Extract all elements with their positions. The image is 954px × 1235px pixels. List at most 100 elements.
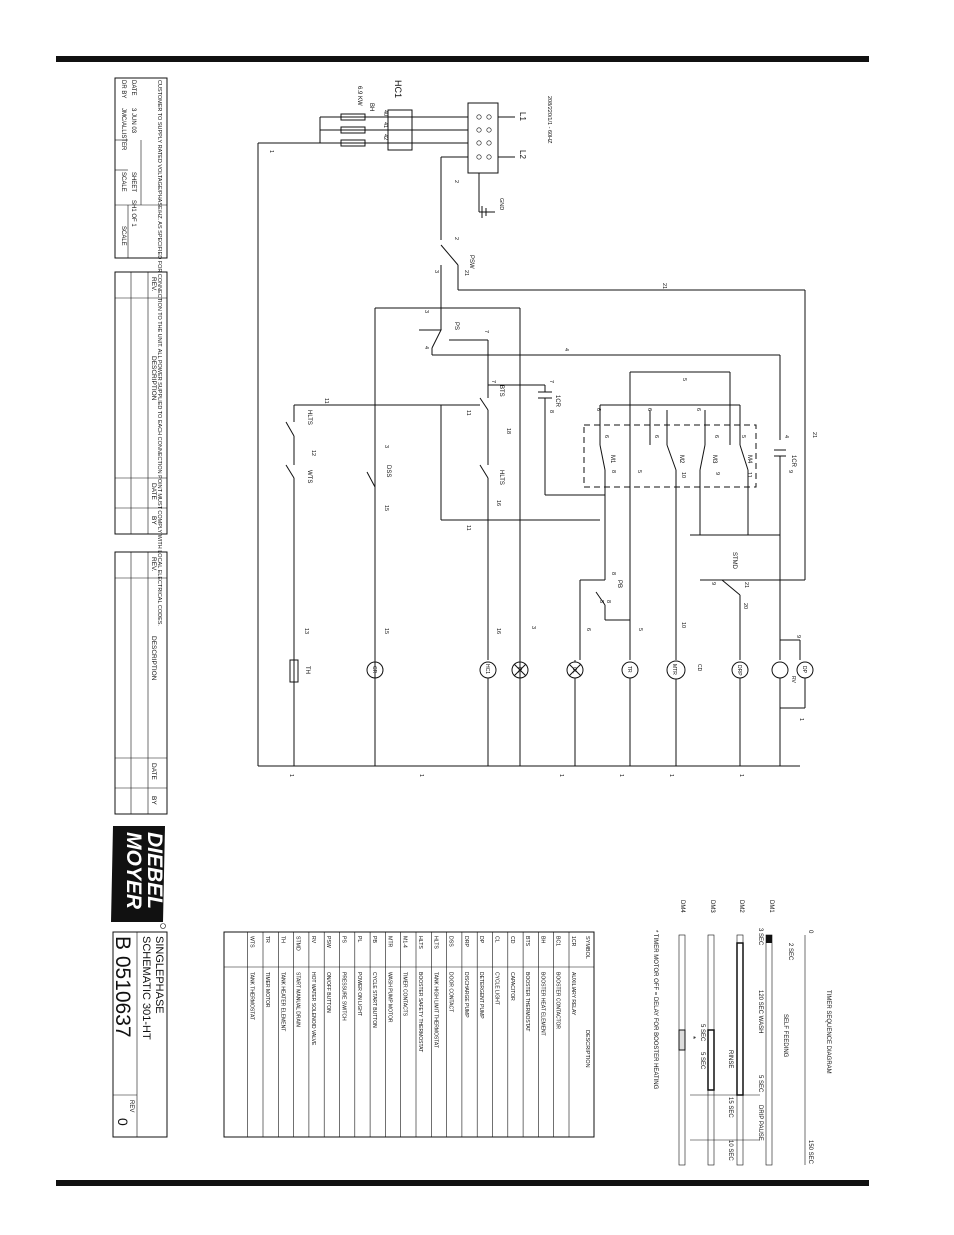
wire-number: 10 bbox=[680, 622, 686, 628]
legend-description: DISCHARGE PUMP bbox=[463, 972, 469, 1018]
wire-number: 1 bbox=[268, 150, 274, 153]
timer-label-3sec: 3 SEC bbox=[757, 928, 763, 946]
timer-label-15sec: 15 SEC bbox=[727, 1097, 733, 1118]
timer-label-5sec-c: 5 SEC bbox=[757, 1075, 763, 1093]
wire-number: 1 bbox=[418, 774, 424, 777]
wire-number: 8 bbox=[610, 572, 616, 575]
l1-label: L1 bbox=[518, 112, 527, 121]
wire-number: 1 bbox=[288, 774, 294, 777]
legend-symbol: PS bbox=[341, 936, 347, 943]
legend-description: TIMER CONTACTS bbox=[402, 972, 408, 1017]
cr-label: CR bbox=[371, 666, 377, 674]
customer-notes: CUSTOMER TO SUPPLY RATED VOLTAGE/PHASE/H… bbox=[156, 80, 162, 626]
th-element bbox=[289, 659, 299, 683]
wire-number: 8 bbox=[610, 470, 616, 473]
wire-number: 6 bbox=[713, 435, 719, 438]
description-header: DESCRIPTION bbox=[150, 636, 157, 681]
wire-number: 2 bbox=[453, 180, 459, 183]
wire-number: 7 bbox=[483, 330, 489, 333]
legend-description: TANK THERMOSTAT bbox=[249, 972, 255, 1020]
timer-row-dm4: DM4 bbox=[679, 900, 685, 913]
wire-number: 2 bbox=[453, 237, 459, 240]
date-header: DATE bbox=[150, 763, 157, 781]
hlts-switch-tank bbox=[285, 421, 295, 437]
m3-label: M3 bbox=[711, 455, 717, 464]
rev-header: REV. bbox=[150, 277, 157, 292]
logo-line2: DIEBEL bbox=[143, 832, 166, 909]
wts-label: WTS bbox=[306, 470, 312, 483]
timer-subtitle: SELF FEEDING bbox=[782, 1014, 788, 1058]
wire-number: 9 bbox=[710, 582, 716, 585]
dss-label: DSS bbox=[385, 465, 391, 477]
wire-number: 8 bbox=[548, 410, 554, 413]
dss-switch bbox=[366, 471, 376, 488]
legend-symbol: RV bbox=[310, 936, 316, 944]
hc-term-41: 41 bbox=[382, 122, 388, 128]
terminal-block-screws bbox=[476, 114, 492, 160]
wire-number: 21 bbox=[463, 270, 469, 276]
legend-description: TANK HEATER ELEMENT bbox=[279, 972, 285, 1031]
wire-number: 11 bbox=[465, 410, 471, 416]
wire-number: 6 bbox=[695, 408, 701, 411]
scale-label: SCALE bbox=[120, 172, 126, 192]
hc1-coil-label: HC1 bbox=[484, 664, 490, 674]
top-border bbox=[56, 56, 869, 62]
wire-number: 11 bbox=[465, 525, 471, 531]
supply-rating: 208/220/1/1 - 60HZ bbox=[546, 96, 552, 144]
wire-number: 4 bbox=[783, 435, 789, 438]
timer-title: TIMER SEQUENCE DIAGRAM bbox=[825, 990, 831, 1074]
legend-description: DOOR CONTACT bbox=[448, 972, 454, 1012]
wire-number: 20 bbox=[742, 603, 748, 609]
legend-description: BOOSTER HEAT ELEMENT bbox=[539, 972, 545, 1036]
timer-label-2sec: 2 SEC bbox=[787, 943, 793, 961]
legend-symbol: BTS bbox=[524, 936, 530, 947]
wire-number: 21 bbox=[661, 283, 667, 289]
wire-number: 5 bbox=[681, 378, 687, 381]
stmd-switch bbox=[721, 579, 741, 596]
legend-description: TANK HIGH LIMIT THERMOSTAT bbox=[432, 972, 438, 1048]
legend-symbol: HLTS bbox=[432, 936, 438, 949]
tr-label: TR bbox=[626, 666, 632, 673]
wire-number: 15 bbox=[383, 505, 389, 511]
legend-description: WASH PUMP MOTOR bbox=[386, 972, 392, 1023]
wire-number: 3 bbox=[530, 626, 536, 629]
timer-scale-end: 150 SEC bbox=[807, 1140, 813, 1165]
legend-description: BOOSTER THERMOSTAT bbox=[524, 972, 530, 1031]
legend-description: CAPACITOR bbox=[509, 972, 515, 1001]
legend-symbol: TR bbox=[264, 936, 270, 943]
m2-label: M2 bbox=[678, 455, 684, 464]
legend-symbol: CL bbox=[494, 936, 500, 943]
drawing-title: SCHEMATIC 301-HT bbox=[140, 936, 152, 1040]
legend-description: BOOSTER SAFETY THERMOSTAT bbox=[417, 972, 423, 1052]
drawing-subtitle: SINGLEPHASE bbox=[153, 936, 165, 1014]
wire-number: 5 bbox=[740, 435, 746, 438]
revision-table-1: REV. DESCRIPTION DATE BY bbox=[114, 271, 168, 535]
wire-number: 18 bbox=[505, 428, 511, 434]
wire-number: 9 bbox=[795, 635, 801, 638]
timer-contacts bbox=[599, 371, 780, 660]
description-header: DESCRIPTION bbox=[150, 356, 157, 401]
timer-label-wash: 120 SEC WASH bbox=[757, 990, 763, 1033]
legend-symbol: CD bbox=[509, 936, 515, 944]
bh-power-label: 6.9 KW bbox=[356, 86, 362, 106]
rev-number: 0 bbox=[115, 1118, 131, 1126]
legend-description: START MANUAL DRAIN bbox=[295, 972, 301, 1027]
dm2-wash bbox=[736, 942, 744, 1096]
revision-table-2: REV. DESCRIPTION DATE BY bbox=[114, 551, 168, 815]
cl-label: CL bbox=[571, 667, 577, 674]
legend-symbol: DP bbox=[478, 936, 484, 944]
legend-description: POWER ON LIGHT bbox=[356, 972, 362, 1016]
1cr-label-left: 1CR bbox=[554, 395, 560, 408]
mtr-label: MTR bbox=[671, 664, 677, 675]
by-header: BY bbox=[150, 516, 157, 525]
dp-label: DP bbox=[801, 666, 807, 674]
wire-number: 6 bbox=[653, 435, 659, 438]
rv-valve bbox=[771, 661, 789, 679]
wire-number: 1 bbox=[618, 774, 624, 777]
legend-description: PRESSURE SWITCH bbox=[341, 972, 347, 1021]
schematic: 208/220/1/1 - 60HZ L1 L2 GND HC1 BH 6.9 … bbox=[257, 80, 817, 777]
legend-symbol: PB bbox=[371, 936, 377, 943]
1cr-label-right: 1CR bbox=[790, 455, 796, 468]
